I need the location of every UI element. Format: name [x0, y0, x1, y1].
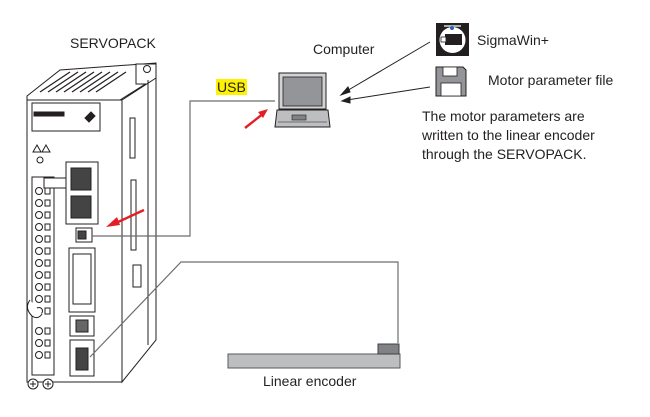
logo-mark [84, 111, 96, 123]
red-arrow-usb [244, 109, 268, 129]
sigmawin-icon [436, 23, 469, 56]
servopack-label: SERVOPACK [70, 35, 156, 51]
red-arrow-port [106, 208, 145, 227]
usb-label: USB [216, 79, 247, 95]
mounting-hole [143, 65, 151, 73]
floppy-disk-icon [435, 66, 467, 97]
note-line: The motor parameters are [422, 108, 585, 124]
data-flow-arrows [339, 41, 431, 104]
computer-label: Computer [313, 41, 375, 57]
jumper-wire [26, 299, 43, 319]
servopack-device [26, 62, 157, 390]
motor-parameter-file-label: Motor parameter file [488, 72, 614, 88]
ethernet-port-2 [70, 195, 92, 219]
note-line: through the SERVOPACK. [422, 146, 587, 162]
ethernet-port-1 [70, 167, 92, 191]
encoder-cable [89, 261, 399, 358]
linear-encoder-head [377, 343, 400, 355]
explanation-note: The motor parameters are written to the … [422, 107, 595, 164]
note-line: written to the linear encoder [422, 127, 595, 143]
linear-encoder-scale [227, 353, 401, 369]
laptop-icon [274, 72, 331, 128]
usb-cable [92, 100, 275, 237]
warning-triangles [32, 143, 51, 153]
sigmawin-label: SigmaWin+ [477, 32, 549, 48]
terminal-clip [43, 177, 69, 189]
terminal-screws [35, 187, 51, 359]
charge-lamp [36, 156, 44, 164]
servopack-side [121, 77, 157, 384]
linear-encoder-label: Linear encoder [263, 373, 357, 389]
